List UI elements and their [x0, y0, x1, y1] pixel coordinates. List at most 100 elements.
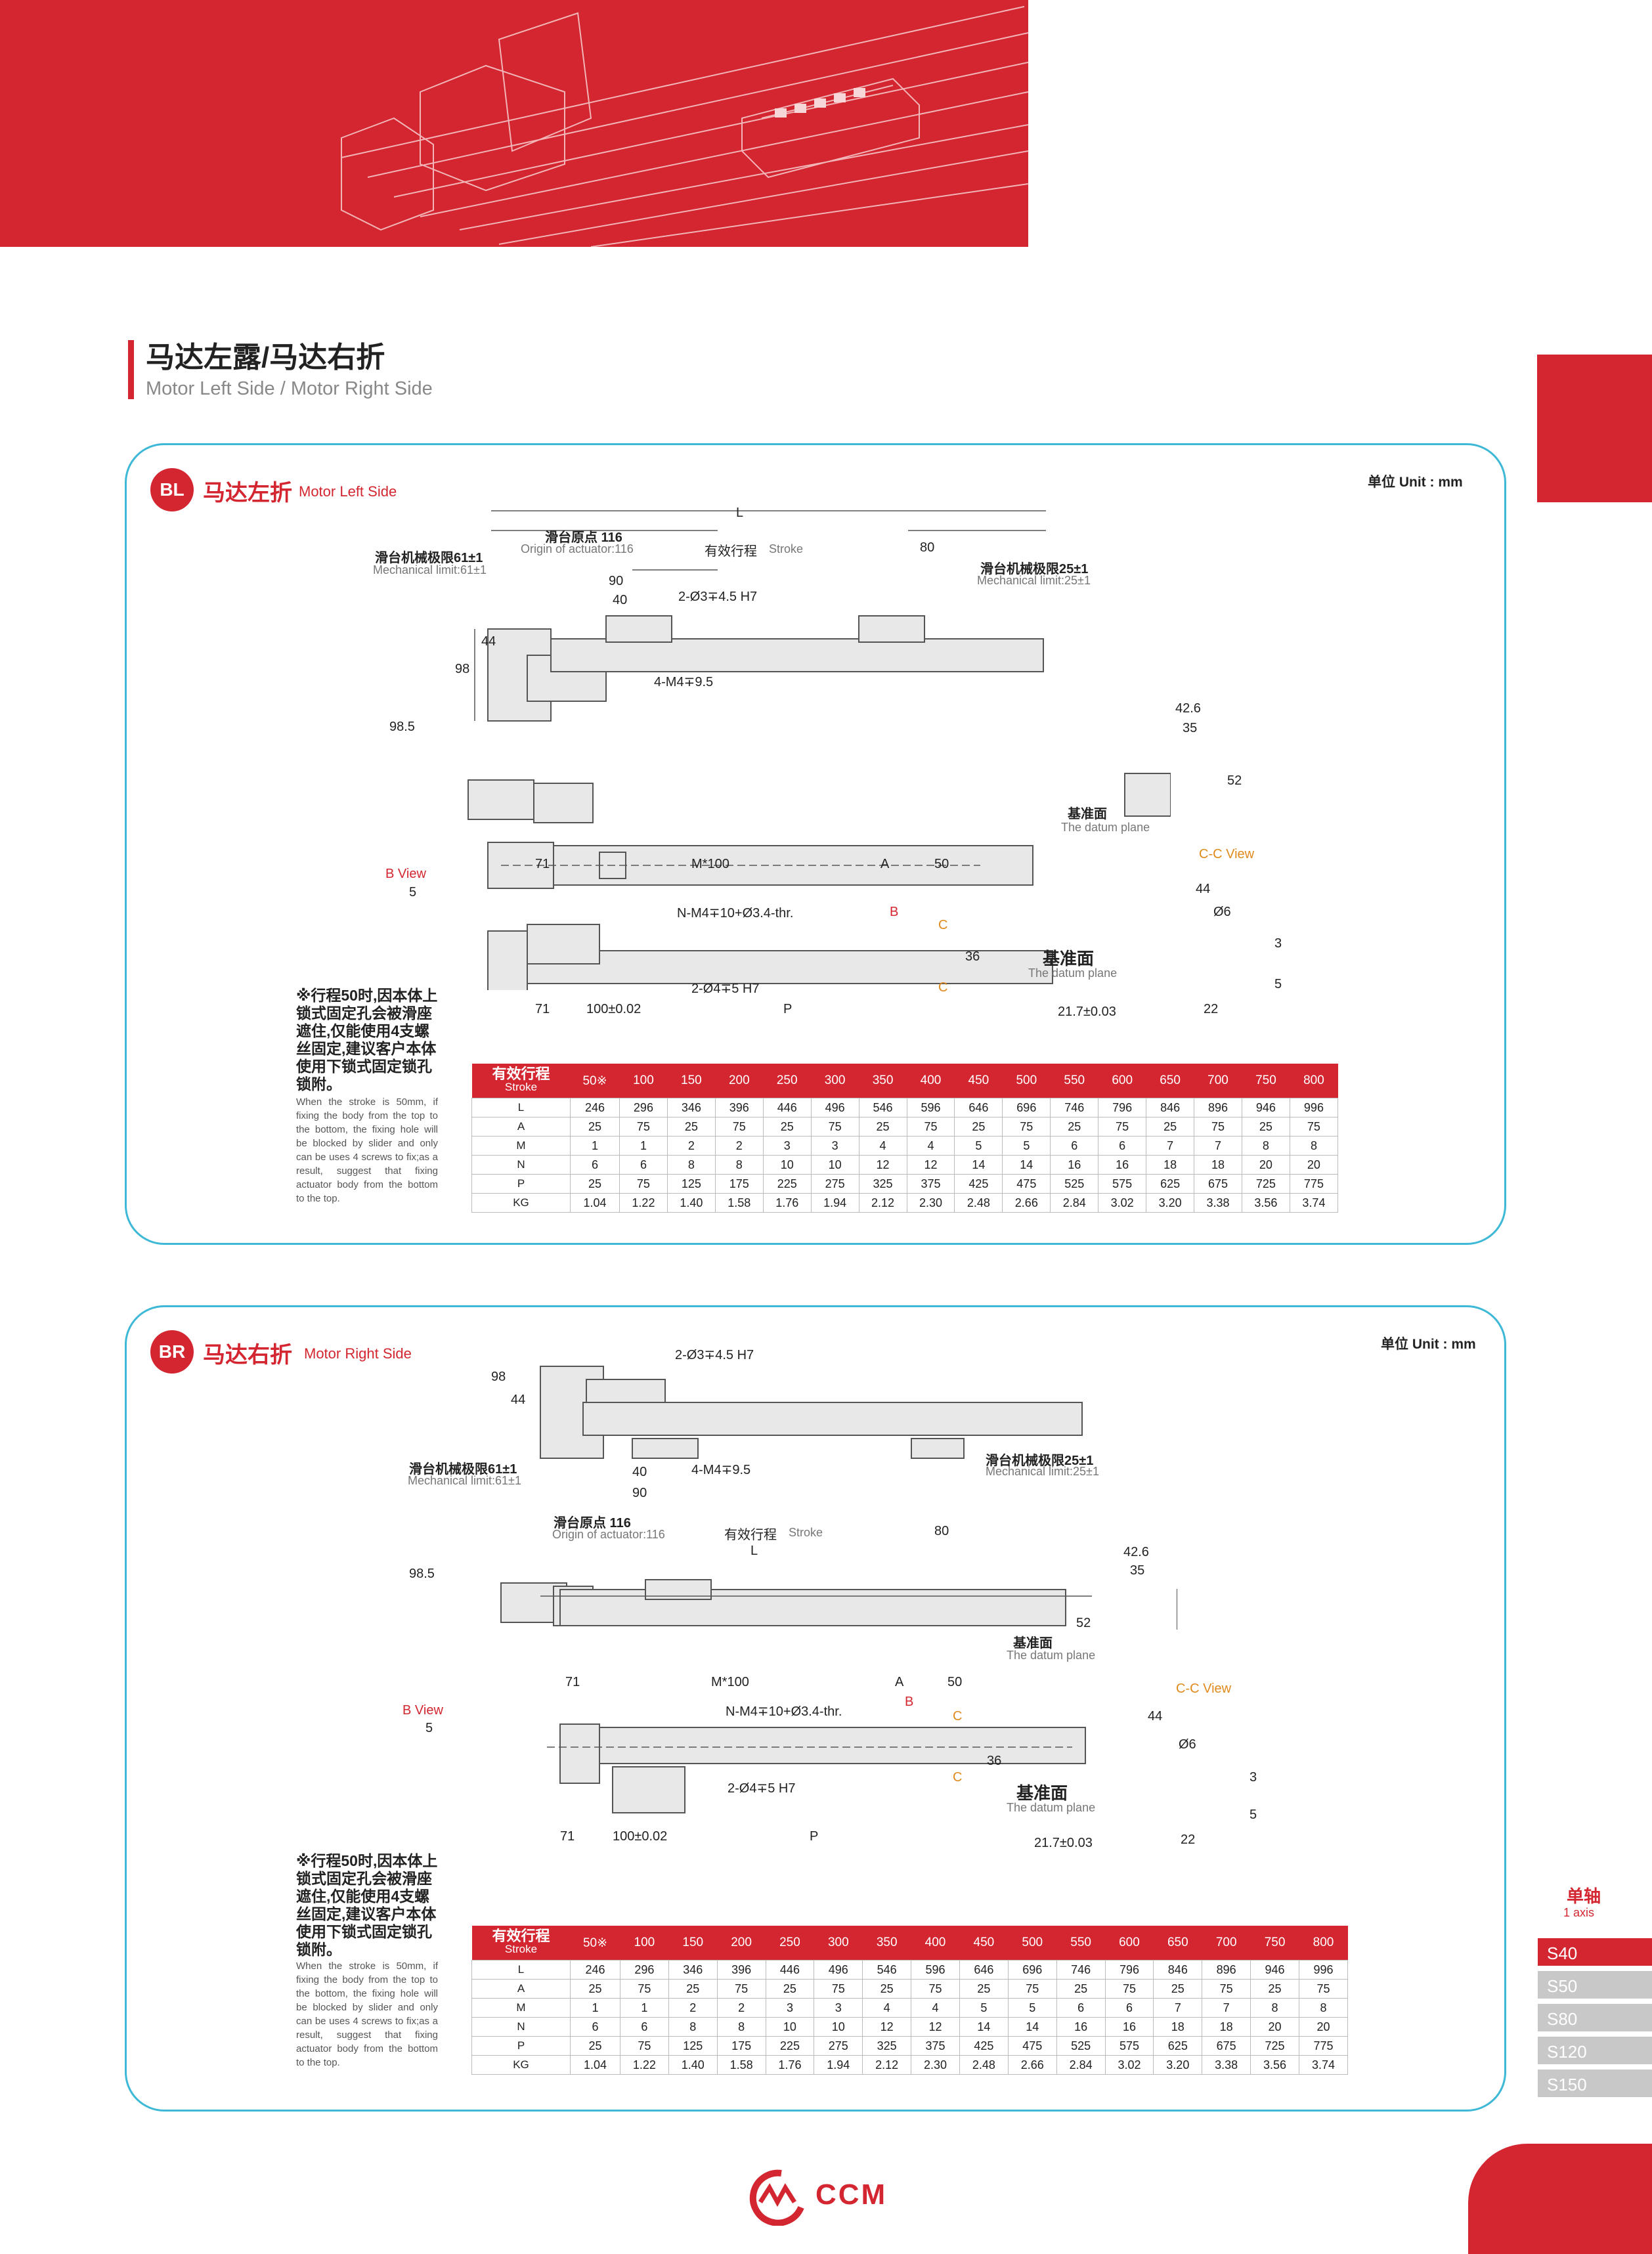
pin-hole-label: 2-Ø4∓5 H7	[691, 982, 760, 996]
axis-nav-item-s150[interactable]: S150	[1538, 2067, 1652, 2097]
table-cell: 12	[911, 2017, 960, 2037]
dim-98: 98	[455, 662, 470, 676]
table-cell: 3	[814, 1998, 863, 2018]
axis-nav-item-s120[interactable]: S120	[1538, 2034, 1652, 2064]
table-cell: 25	[1153, 1979, 1203, 1999]
table-cell: 325	[862, 2036, 912, 2056]
section-title-cn: 马达右折	[203, 1343, 292, 1368]
table-cell: 3	[765, 1998, 815, 2018]
table-cell: 6	[619, 1155, 668, 1175]
dim-90: 90	[609, 574, 624, 588]
dim-m100: M*100	[711, 1675, 749, 1689]
stroke-column-header: 350	[859, 1064, 907, 1098]
stroke-note-en: When the stroke is 50mm, if fixing the b…	[296, 1096, 438, 1204]
dim-71-top: 71	[535, 857, 550, 871]
stroke-header-en: Stroke	[504, 1081, 538, 1093]
dim-80: 80	[934, 1524, 949, 1538]
table-cell: 396	[714, 1098, 764, 1117]
stroke-note-cn: ※行程50时,因本体上锁式固定孔会被滑座遮住,仅能使用4支螺丝固定,建议客户本体…	[296, 1852, 438, 1958]
table-cell: 16	[1056, 2017, 1106, 2037]
stroke-column-header: 750	[1242, 1064, 1290, 1098]
table-cell: 25	[1050, 1117, 1099, 1137]
table-cell: 18	[1146, 1155, 1195, 1175]
table-cell: 75	[814, 1979, 863, 1999]
table-cell: 75	[714, 1117, 764, 1137]
dim-5-cc: 5	[1250, 1808, 1257, 1822]
table-cell: 75	[1098, 1117, 1147, 1137]
stroke-label-en: Stroke	[789, 1526, 823, 1539]
table-cell: 746	[1050, 1098, 1099, 1117]
table-cell: 25	[570, 1117, 620, 1137]
dim-71-top: 71	[565, 1675, 580, 1689]
row-header: A	[471, 1117, 571, 1137]
table-cell: 846	[1146, 1098, 1195, 1117]
table-cell: 6	[1056, 1998, 1106, 2018]
table-cell: 2	[716, 1998, 766, 2018]
table-cell: 3.02	[1104, 2055, 1154, 2075]
row-header: M	[471, 1998, 571, 2018]
table-cell: 75	[619, 1979, 669, 1999]
stroke-label-cn: 有效行程	[724, 1528, 777, 1542]
table-cell: 20	[1298, 2017, 1349, 2037]
marker-C-bottom: C	[953, 1770, 963, 1785]
axis-nav-item-s50[interactable]: S50	[1538, 1968, 1652, 1999]
dim-40: 40	[632, 1465, 647, 1479]
row-header: M	[471, 1136, 571, 1156]
dim-3: 3	[1274, 936, 1282, 951]
table-cell: 2.48	[959, 2055, 1009, 2075]
dim-L: L	[736, 506, 744, 520]
axis-nav-item-s40[interactable]: S40	[1538, 1936, 1652, 1966]
marker-B: B	[890, 905, 899, 919]
table-cell: 525	[1050, 1174, 1099, 1194]
datum-label-cn: 基准面	[1013, 1636, 1053, 1651]
table-cell: 2	[668, 1998, 718, 2018]
row-header: L	[471, 1960, 571, 1980]
hole-m4-label: 4-M4∓9.5	[654, 675, 714, 689]
pin-hole-label: 2-Ø4∓5 H7	[728, 1781, 796, 1796]
table-cell: 375	[911, 2036, 960, 2056]
table-cell: 7	[1153, 1998, 1203, 2018]
table-cell: 25	[959, 1979, 1009, 1999]
stroke-column-header: 200	[715, 1064, 764, 1098]
table-cell: 3.20	[1146, 1193, 1195, 1213]
dim-21-7: 21.7±0.03	[1058, 1005, 1116, 1019]
table-cell: 25	[1250, 1979, 1299, 1999]
table-cell: 1.22	[619, 2055, 669, 2075]
row-header: N	[471, 2017, 571, 2037]
stroke-column-header: 250	[766, 1926, 814, 1961]
table-cell: 14	[959, 2017, 1009, 2037]
section-title-cn: 马达左折	[203, 481, 292, 506]
b-view-label: B View	[385, 867, 426, 881]
table-cell: 8	[666, 1155, 716, 1175]
table-cell: 275	[810, 1174, 859, 1194]
table-cell: 1.94	[810, 1193, 859, 1213]
dim-44-cc: 44	[1196, 882, 1211, 896]
row-header: L	[471, 1098, 571, 1117]
stroke-column-header: 150	[667, 1064, 716, 1098]
dim-36: 36	[965, 949, 980, 964]
table-cell: 6	[1098, 1136, 1147, 1156]
table-cell: 6	[619, 2017, 669, 2037]
table-cell: 14	[1007, 2017, 1057, 2037]
dim-42-6: 42.6	[1123, 1545, 1149, 1559]
table-cell: 3	[762, 1136, 812, 1156]
axis-nav-item-s80[interactable]: S80	[1538, 2001, 1652, 2031]
table-cell: 75	[810, 1117, 859, 1137]
table-cell: 18	[1202, 2017, 1251, 2037]
table-cell: 496	[810, 1098, 859, 1117]
dim-50: 50	[947, 1675, 963, 1689]
stroke-column-header: 100	[620, 1926, 669, 1961]
table-cell: 246	[570, 1960, 620, 1980]
stroke-column-header: 50※	[570, 1064, 620, 1098]
table-cell: 2.12	[858, 1193, 907, 1213]
table-cell: 425	[959, 2036, 1009, 2056]
stroke-column-header: 250	[763, 1064, 812, 1098]
